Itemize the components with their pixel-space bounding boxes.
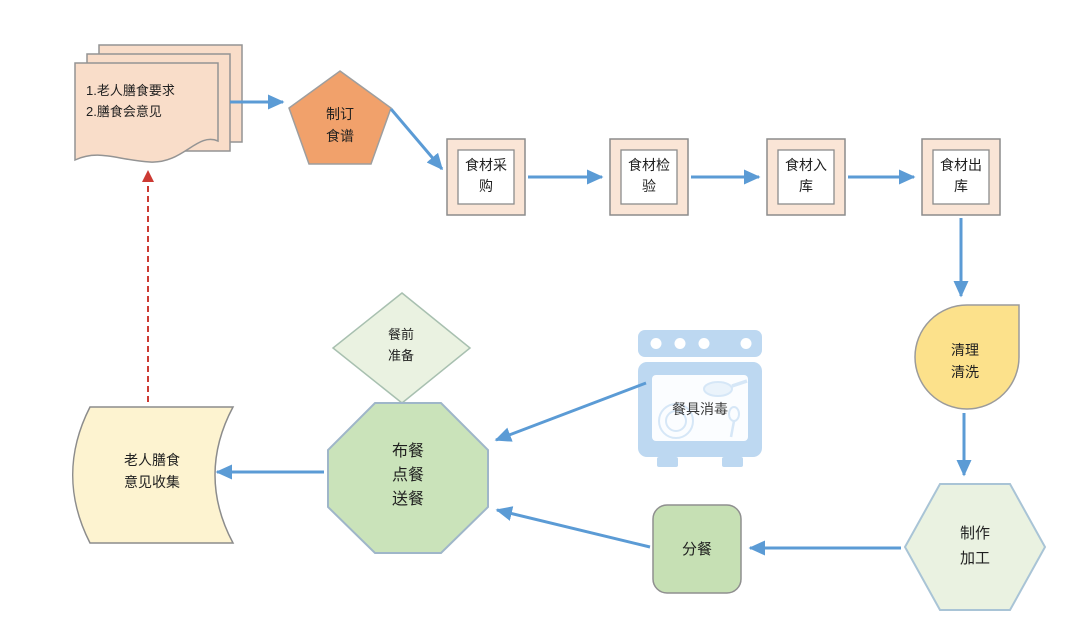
warehouse-out-inner-rect [932,149,990,205]
arrow-portioning-to-serving [495,506,651,549]
warehouse-out-framed-box [921,138,1001,216]
disinfection-label: 餐具消毒 [672,401,728,417]
sterilizer-foot-right [722,457,743,467]
premeal-label: 餐前 准备 [387,327,414,363]
requirements-label: 1.老人膳食要求 2.膳食会意见 [86,83,175,120]
portioning-rect-shape [652,504,742,594]
stack-page-front [74,62,219,163]
cooking-label: 制作 加工 [959,525,990,567]
requirements-multidocument-shape [74,44,243,163]
sterilizer-icon [638,330,762,467]
flow-arrows [215,94,972,556]
warehouse-out-label: 食材出 库 [940,157,982,194]
cooking-hexagon-shape [903,483,1047,611]
inspection-inner-rect [620,149,678,205]
sterilizer-knob-2 [674,338,686,349]
serving-label: 布餐 点餐 送餐 [391,443,424,508]
feedback-label: 老人膳食 意见收集 [124,452,180,491]
feedback-stored-data-shape [72,406,235,544]
plan-menu-pentagon-shape [288,70,392,165]
cleaning-teardrop-shape [914,304,1020,410]
purchase-framed-box [446,138,526,216]
plan-menu-label: 制订 食谱 [326,106,354,145]
cleaning-label: 清理 清洗 [951,342,979,381]
sterilizer-foot-left [657,457,678,467]
purchase-inner-rect [457,149,515,205]
sterilizer-knob-1 [650,338,662,349]
arrow-plan-to-purchase [389,108,444,171]
warehouse-in-label: 食材入 库 [785,157,827,194]
arrow-disinfection-to-serving [494,381,647,442]
sterilizer-knob-4 [740,338,752,349]
inspection-label: 食材检 验 [628,157,670,194]
serving-octagon-shape [327,402,489,554]
purchase-label: 食材采 购 [465,157,507,194]
sterilizer-dishes [658,379,748,439]
sterilizer-knob-3 [698,338,710,349]
portioning-label: 分餐 [681,541,712,558]
warehouse-in-inner-rect [777,149,835,205]
warehouse-in-framed-box [766,138,846,216]
inspection-framed-box [609,138,689,216]
